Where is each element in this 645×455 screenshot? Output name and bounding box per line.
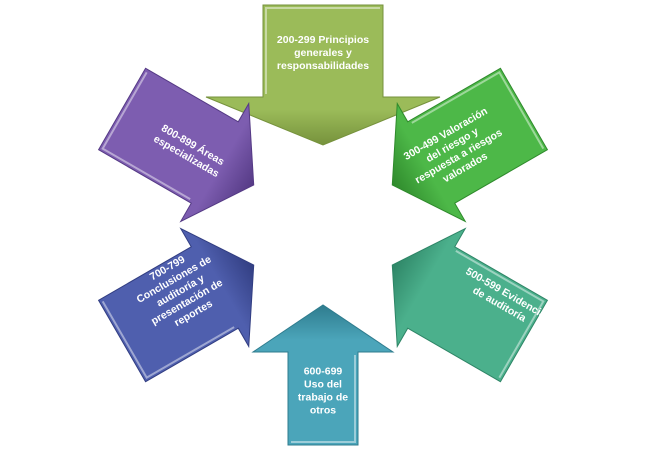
arrow-500: [391, 227, 549, 383]
label-line: otros: [310, 405, 336, 417]
arrow-shape: [205, 4, 441, 146]
arrow-200: [205, 4, 441, 146]
arrow-bevel: [265, 7, 380, 94]
arrow-bevel: [411, 71, 545, 150]
arrow-bevel: [455, 250, 545, 379]
arrow-shape: [391, 227, 549, 383]
arrow-300: [391, 67, 549, 223]
label-line: 200-299 Principios: [277, 34, 369, 46]
arrow-800: [97, 67, 255, 223]
arrow-shape: [97, 227, 255, 383]
label-line: generales y: [294, 47, 352, 59]
arrow-bevel: [291, 355, 356, 443]
label-line: 600-699: [304, 366, 343, 378]
label-line: Uso del: [304, 379, 342, 391]
arrow-shape: [97, 67, 255, 223]
arrow-700: [97, 227, 255, 383]
label-line: responsabilidades: [277, 60, 369, 72]
arrow-bevel: [101, 300, 235, 379]
arrow-bevel: [101, 71, 191, 200]
arrow-shape: [391, 67, 549, 223]
arrow-shape: [251, 304, 395, 446]
label-line: trabajo de: [298, 392, 348, 404]
arrow-600: [251, 304, 395, 446]
